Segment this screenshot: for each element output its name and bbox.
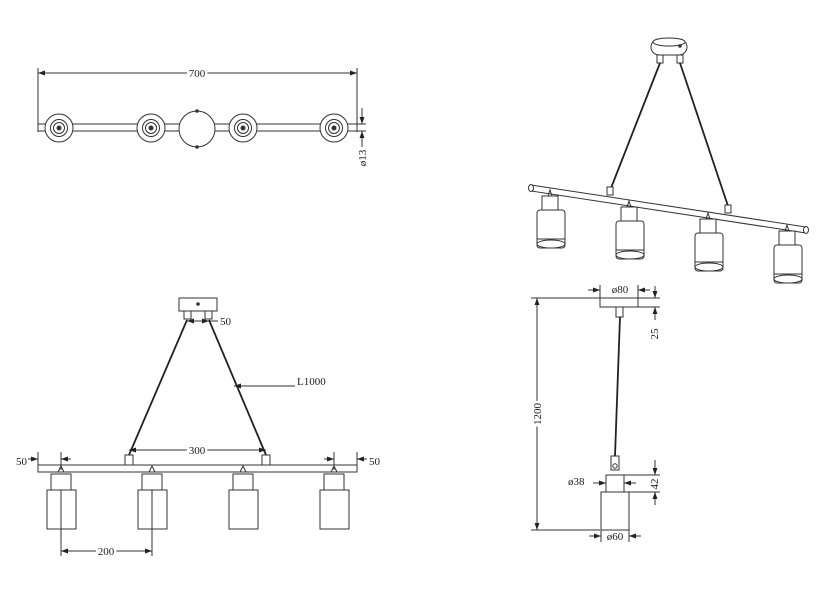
shade-diameter-label: ø60 (607, 531, 624, 543)
side-view: ø80 25 1200 ø38 42 ø60 (530, 284, 662, 545)
side-cord (614, 316, 621, 457)
top-spot-1 (44, 113, 74, 143)
canopy-height-label: 25 (649, 328, 661, 340)
end-offset-right-label: 50 (369, 456, 381, 468)
perspective-bar (530, 184, 807, 234)
front-spot-3 (228, 464, 259, 530)
front-cable-right (208, 319, 267, 456)
front-view: 50 L1000 300 50 50 (16, 297, 381, 561)
perspective-spot-2 (615, 199, 645, 260)
front-bar (37, 464, 358, 473)
spot-spacing-label: 200 (98, 546, 115, 558)
holder-diameter-label: ø38 (568, 476, 585, 488)
tube-diameter-label: ø13 (357, 149, 369, 166)
front-spot-4 (319, 464, 350, 530)
front-cable-left (128, 319, 188, 456)
cable-length-label: L1000 (297, 376, 326, 388)
canopy-diameter-label: ø80 (612, 284, 629, 296)
side-lamp-shade (600, 491, 630, 531)
top-spot-2 (136, 113, 166, 143)
perspective-cable-right (679, 62, 729, 207)
top-spot-4 (319, 113, 349, 143)
perspective-spot-3 (694, 211, 724, 272)
perspective-cable-left (610, 62, 661, 189)
top-view: 700 (37, 66, 369, 166)
side-canopy (599, 297, 639, 308)
end-offset-left-label: 50 (16, 456, 28, 468)
perspective-spot-4 (773, 223, 803, 284)
holder-height-label: 42 (649, 479, 661, 490)
canopy-gap-label: 50 (220, 316, 232, 328)
perspective-spot-1 (536, 188, 566, 249)
total-height-label: 1200 (532, 403, 544, 426)
side-lamp-holder (605, 474, 625, 493)
top-canopy (178, 109, 216, 149)
perspective-view (528, 37, 809, 284)
top-spot-3 (228, 113, 258, 143)
hanger-span-label: 300 (189, 445, 206, 457)
length-dimension-label: 700 (189, 68, 206, 80)
